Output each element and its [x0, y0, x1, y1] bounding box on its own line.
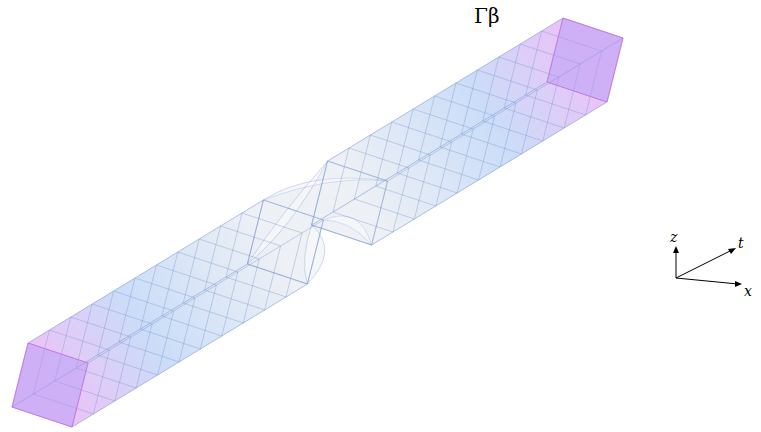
- tube-grid: [33, 31, 601, 414]
- axis-label: z: [670, 230, 677, 244]
- axis-triad: [673, 246, 742, 287]
- axis-label: x: [744, 284, 752, 298]
- axis-label: t: [738, 236, 744, 250]
- curve-label: Γβ: [474, 6, 499, 26]
- tube-end-caps: [12, 18, 623, 427]
- tube-faces: [12, 18, 623, 427]
